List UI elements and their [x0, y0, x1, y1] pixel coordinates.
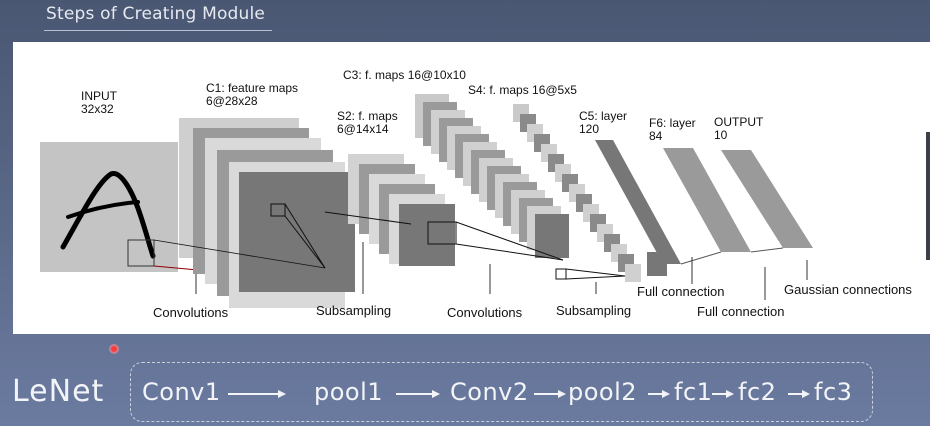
input-label: INPUT 32x32 — [81, 89, 117, 116]
full-connection-label: Full connection — [637, 284, 725, 299]
s2-c3-projection-line — [455, 243, 564, 261]
subsampling-label: Subsampling — [316, 303, 392, 318]
c1-projection-line — [284, 203, 326, 269]
pipeline-step: pool1 — [314, 378, 384, 406]
title-underline — [44, 30, 272, 31]
pipeline-box — [130, 362, 873, 422]
arrow-right-icon — [788, 390, 810, 398]
s2-label: S2: f. maps 6@14x14 — [337, 109, 398, 136]
c3-s4-projection-line — [565, 268, 626, 277]
lenet-architecture-diagram: INPUT 32x32 C1: feature maps 6@28x28 S2:… — [13, 42, 930, 334]
arrow-right-icon — [396, 390, 440, 398]
pipeline-step: fc3 — [814, 378, 853, 406]
input-receptive-field — [127, 239, 155, 267]
c1-receptive-field — [270, 203, 286, 217]
c5-label: C5: layer 120 — [579, 109, 628, 136]
arrow-right-icon — [534, 390, 566, 398]
gaussian-connections-label: Gaussian connections — [784, 282, 912, 297]
output-layer — [721, 150, 813, 248]
full-connection-label: Full connection — [697, 304, 785, 319]
pipeline-step: fc2 — [738, 378, 777, 406]
model-name: LeNet — [12, 374, 105, 409]
s2-projection-line — [324, 211, 412, 225]
arrow-right-icon — [648, 390, 670, 398]
full-connection-line — [750, 247, 784, 253]
s2-c3-projection-line — [455, 221, 564, 261]
input-projection-line — [153, 265, 199, 271]
diagram-graphics — [40, 94, 813, 308]
pipeline-step: pool2 — [568, 378, 638, 406]
c3-map-stack — [415, 94, 569, 258]
subsampling-label: Subsampling — [556, 303, 632, 318]
pipeline-step: Conv2 — [450, 378, 529, 406]
c1-projection-line — [153, 239, 326, 269]
handwritten-a-glyph — [60, 171, 156, 259]
c5-layer — [595, 140, 681, 264]
f6-label: F6: layer 84 — [649, 116, 696, 143]
slide-title: Steps of Creating Module — [46, 4, 266, 24]
arrow-right-icon — [712, 390, 734, 398]
output-label: OUTPUT 10 — [714, 115, 764, 142]
handwritten-a-crossbar — [66, 200, 140, 219]
c3-s4-projection-line — [565, 275, 626, 280]
c1-projection-line — [284, 215, 326, 269]
c3-receptive-field — [555, 268, 567, 280]
c1-label: C1: feature maps 6@28x28 — [206, 81, 299, 108]
s4-label: S4: f. maps 16@5x5 — [468, 83, 577, 97]
pipeline-step: Conv1 — [142, 378, 221, 406]
full-connection-line — [680, 251, 722, 265]
f6-layer — [663, 148, 751, 252]
c3-label: C3: f. maps 16@10x10 — [343, 68, 466, 82]
pipeline-step: fc1 — [674, 378, 713, 406]
s2-receptive-field — [427, 221, 457, 245]
convolutions-label: Convolutions — [153, 305, 229, 320]
s2-map — [399, 204, 455, 266]
pointer-dot — [111, 346, 117, 352]
convolutions-label: Convolutions — [447, 305, 523, 320]
arrow-right-icon — [228, 390, 286, 398]
side-panel-handle[interactable] — [926, 132, 930, 260]
